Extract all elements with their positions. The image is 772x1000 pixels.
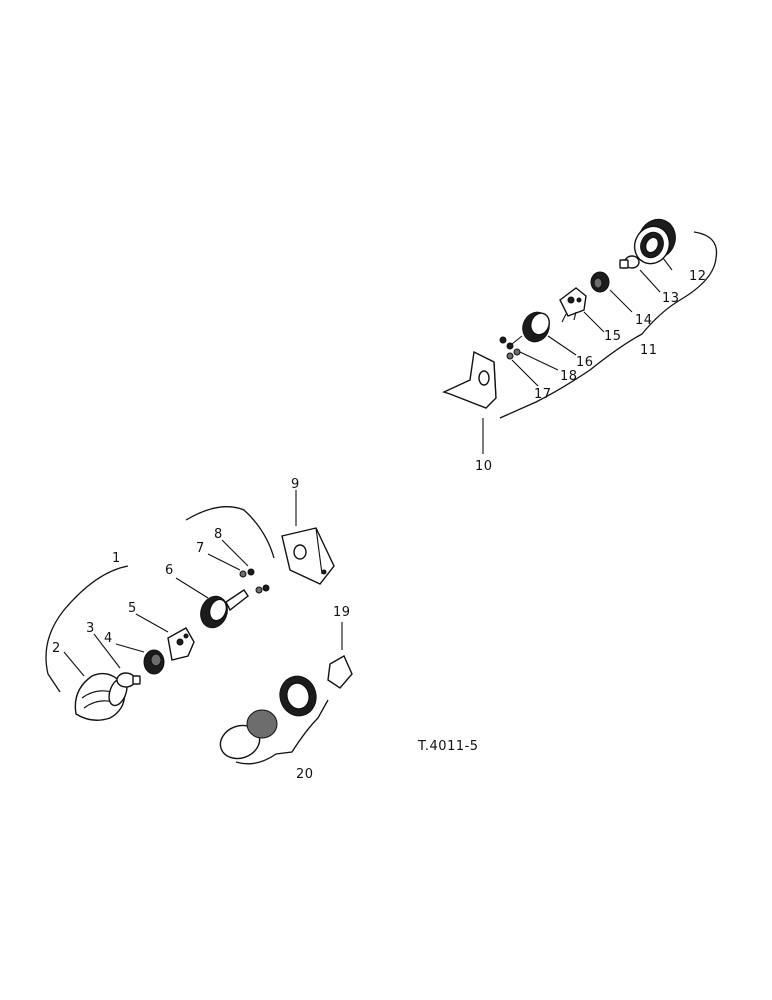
part-12-lens-housing — [633, 218, 676, 265]
part-9-bracket — [281, 527, 335, 585]
part-5-lamp-body — [167, 627, 195, 661]
callout-6: 6 — [165, 563, 174, 578]
part-6-lamp-base — [200, 589, 249, 629]
parts-19-20 — [219, 622, 353, 765]
part-2-lens — [74, 672, 128, 721]
callout-1: 1 — [112, 551, 121, 566]
callout-4: 4 — [104, 631, 113, 646]
callout-12: 12 — [689, 269, 707, 284]
assembly-1 — [45, 490, 335, 721]
callout-14: 14 — [635, 313, 653, 328]
parts-17-18-fasteners — [499, 336, 521, 360]
callout-13: 13 — [662, 291, 680, 306]
part-4-socket — [143, 649, 165, 675]
callout-15: 15 — [604, 329, 622, 344]
callout-2: 2 — [52, 641, 61, 656]
callout-5: 5 — [128, 601, 137, 616]
callout-8: 8 — [214, 527, 223, 542]
callout-11: 11 — [640, 343, 658, 358]
part-14-socket — [590, 271, 610, 293]
callout-3: 3 — [86, 621, 95, 636]
part-10-bracket — [442, 350, 497, 409]
figure-code: T.4011-5 — [417, 739, 479, 754]
callout-20: 20 — [296, 767, 314, 782]
part-3-bulb — [116, 672, 141, 688]
callout-10: 10 — [475, 459, 493, 474]
part-19-bracket — [327, 622, 353, 689]
callout-16: 16 — [576, 355, 594, 370]
part-15-lamp-body — [559, 287, 587, 323]
assembly-11 — [442, 218, 718, 454]
callout-7: 7 — [196, 541, 205, 556]
callout-9: 9 — [291, 477, 300, 492]
part-16-lamp-base — [511, 311, 550, 345]
callout-19: 19 — [333, 605, 351, 620]
part-13-bulb — [619, 255, 640, 269]
callout-17: 17 — [534, 387, 552, 402]
part-20-reflector-set — [219, 675, 317, 760]
callout-18: 18 — [560, 369, 578, 384]
parts-7-8-fasteners — [239, 568, 270, 594]
